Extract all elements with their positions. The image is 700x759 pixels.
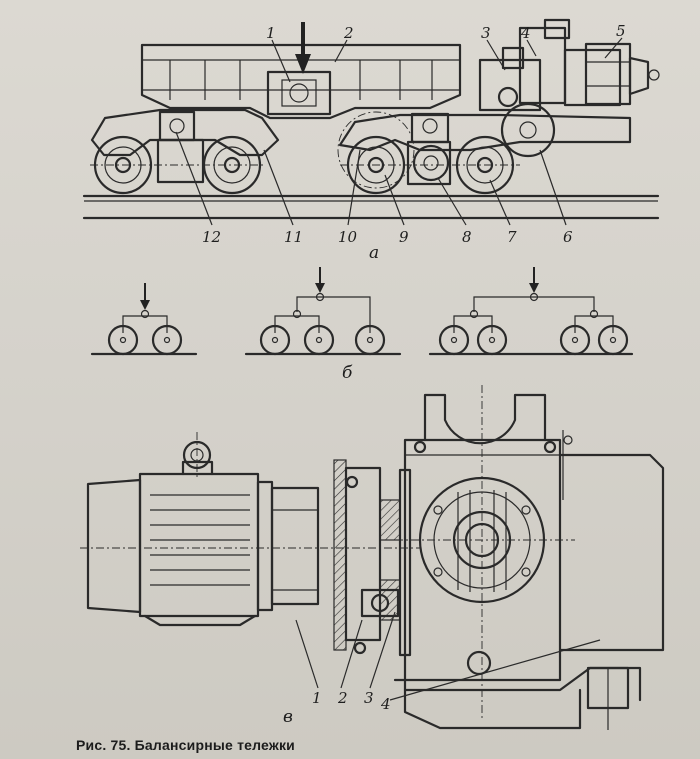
left-wheels (90, 135, 265, 195)
label-a-11: 11 (284, 228, 303, 246)
label-a-1: 1 (266, 24, 276, 42)
label-a-9: 9 (399, 228, 409, 246)
label-a-2: 2 (343, 24, 354, 42)
coupling-reducer (333, 459, 412, 657)
sublabel-a: а (369, 243, 379, 263)
scheme-four-wheels (428, 267, 634, 356)
leader-lines-c (295, 611, 601, 701)
frame-plate (393, 430, 665, 730)
rail (82, 194, 660, 220)
scheme-three-wheels (244, 267, 402, 356)
label-a-10: 10 (338, 228, 358, 246)
label-c-4: 4 (380, 695, 391, 713)
label-c-1: 1 (312, 689, 322, 707)
leader-lines-a (175, 37, 623, 226)
label-a-4: 4 (520, 24, 531, 42)
label-a-12: 12 (202, 228, 221, 246)
view-c-drive-plan: 1 2 3 4 в (80, 385, 665, 730)
label-a-3: 3 (481, 24, 491, 42)
load-arrow (295, 22, 311, 74)
electric-motor (80, 432, 420, 627)
label-c-2: 2 (337, 689, 348, 707)
view-b-schemes: б (90, 267, 634, 383)
left-balancer (90, 108, 280, 184)
sublabel-b: б (342, 363, 353, 383)
label-a-8: 8 (462, 228, 472, 246)
sublabel-c: в (283, 707, 293, 727)
label-c-3: 3 (364, 689, 374, 707)
label-a-7: 7 (507, 228, 517, 246)
gearbox-housing (395, 385, 575, 720)
scheme-two-wheels (90, 283, 198, 356)
label-a-6: 6 (563, 228, 573, 246)
drive-unit (478, 18, 660, 112)
view-a-bogie-side: 1 2 3 4 5 6 7 8 9 10 11 12 а (82, 18, 660, 263)
figure-caption: Рис. 75. Балансирные тележки (76, 737, 295, 753)
label-a-5: 5 (616, 22, 626, 40)
right-wheels (337, 102, 556, 195)
